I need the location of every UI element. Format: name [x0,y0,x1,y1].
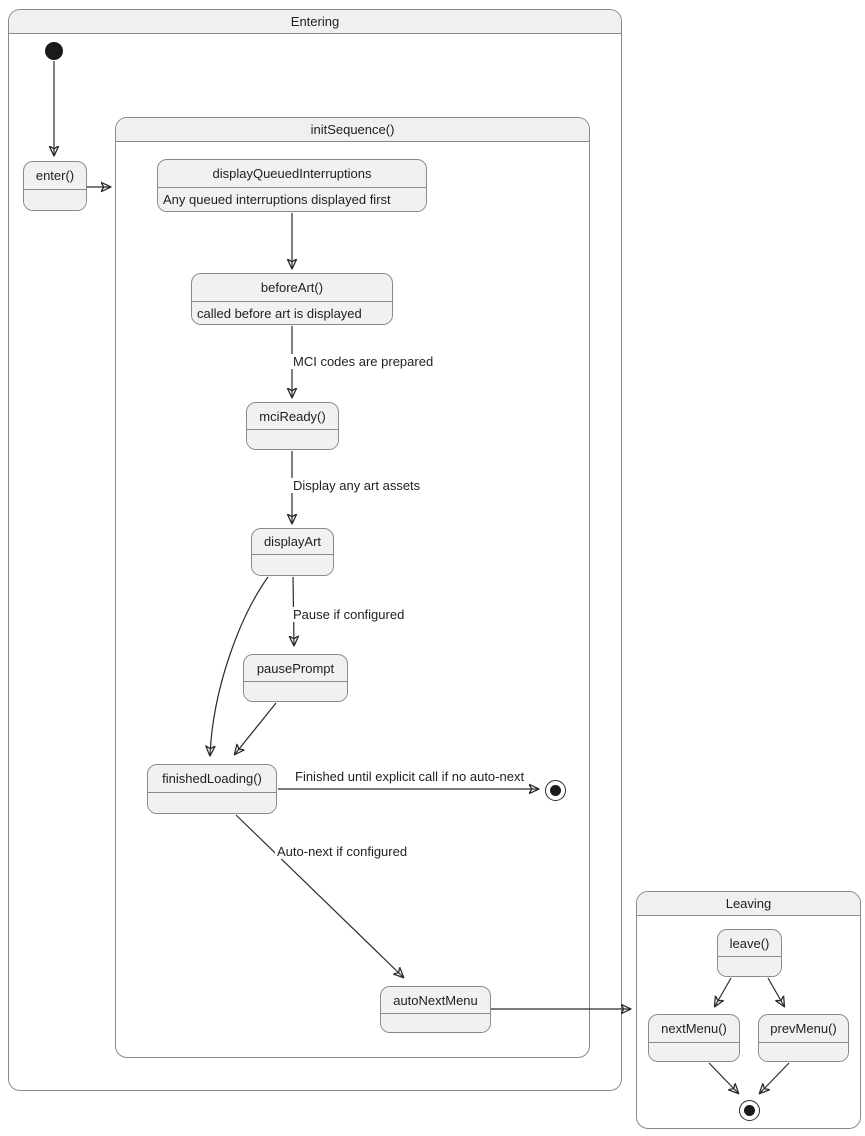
edge-label-finished-until-explicit: Finished until explicit call if no auto-… [293,769,527,784]
state-display-art-title: displayArt [263,534,322,549]
state-pause-prompt-body [244,681,347,701]
state-display-queued-interruptions-title: displayQueuedInterruptions [212,166,372,181]
state-pause-prompt-title: pausePrompt [256,660,335,676]
state-prev-menu-title: prevMenu() [770,1021,837,1036]
edge-label-mci-codes-prepared: MCI codes are prepared [291,354,436,369]
state-finished-loading-body [148,792,276,813]
final-state-leaving [739,1100,760,1121]
final-state-entering [545,780,566,801]
composite-state-leaving: Leaving [636,891,861,1129]
state-before-art-title: beforeArt() [260,280,324,295]
state-enter-body [24,189,86,210]
composite-state-entering: Entering [8,9,622,1091]
state-leave: leave() [717,929,782,977]
edge-label-display-any-art-assets: Display any art assets [291,478,423,493]
state-enter-title: enter() [35,168,75,183]
state-leave-title: leave() [729,935,770,951]
state-next-menu: nextMenu() [648,1014,740,1062]
final-state-leaving-inner-dot [744,1105,755,1116]
state-mci-ready-title: mciReady() [259,408,326,424]
state-display-queued-interruptions: displayQueuedInterruptions Any queued in… [157,159,427,212]
final-state-entering-inner-dot [550,785,561,796]
composite-state-init-sequence: initSequence() [115,117,590,1058]
state-pause-prompt: pausePrompt [243,654,348,702]
state-before-art-description: called before art is displayed [192,301,392,324]
edge-label-pause-if-configured: Pause if configured [291,607,407,622]
state-prev-menu-body [759,1042,848,1061]
state-auto-next-menu: autoNextMenu [380,986,491,1033]
composite-state-init-sequence-title: initSequence() [116,118,589,142]
state-prev-menu: prevMenu() [758,1014,849,1062]
state-next-menu-title: nextMenu() [661,1021,727,1036]
edge-label-auto-next-if-configured: Auto-next if configured [275,844,410,859]
state-auto-next-menu-title: autoNextMenu [393,992,478,1008]
state-leave-body [718,956,781,976]
state-finished-loading: finishedLoading() [147,764,277,814]
composite-state-leaving-title: Leaving [637,892,860,916]
state-mci-ready-body [247,429,338,449]
state-next-menu-body [649,1042,739,1061]
state-display-queued-interruptions-description: Any queued interruptions displayed first [158,187,426,211]
state-before-art: beforeArt() called before art is display… [191,273,393,325]
composite-state-entering-title: Entering [9,10,621,34]
state-display-art: displayArt [251,528,334,576]
state-auto-next-menu-body [381,1013,490,1032]
state-finished-loading-title: finishedLoading() [162,771,262,786]
state-enter: enter() [23,161,87,211]
state-mci-ready: mciReady() [246,402,339,450]
initial-state-dot [45,42,63,60]
state-display-art-body [252,554,333,575]
